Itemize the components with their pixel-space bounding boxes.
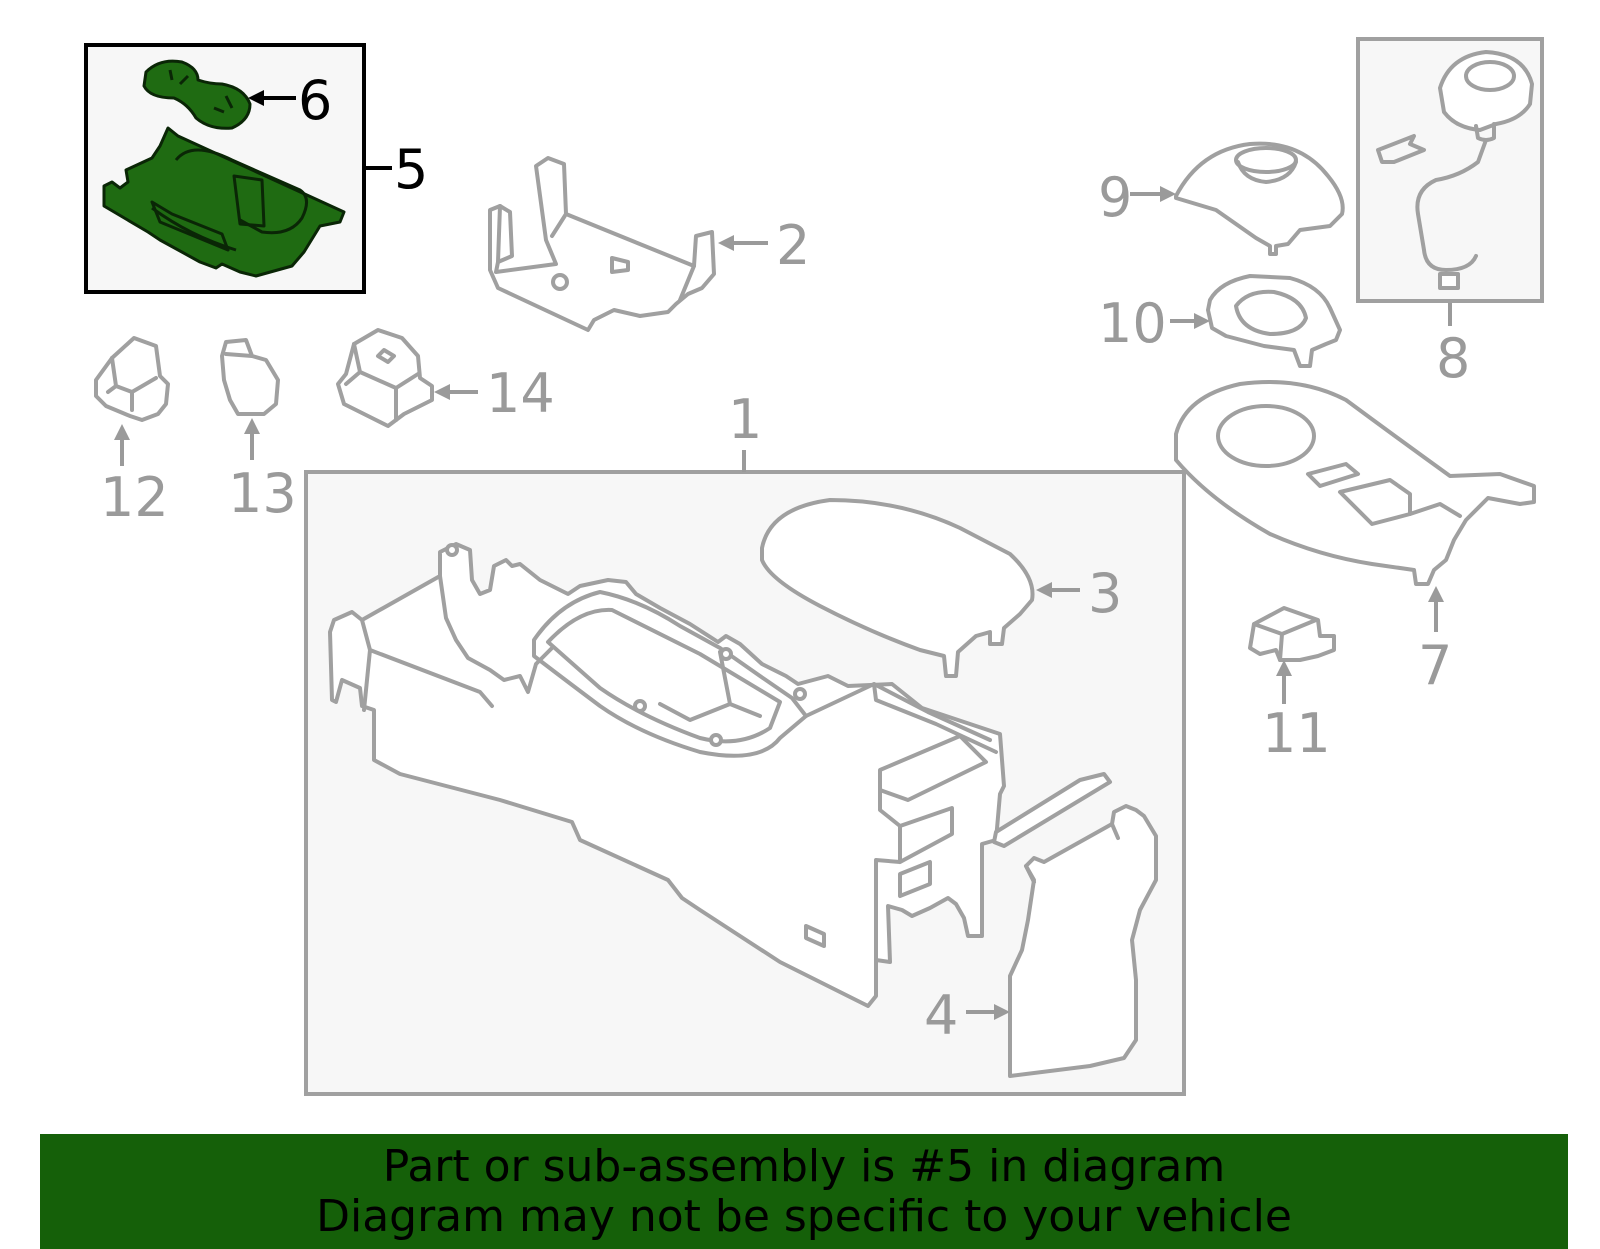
callout-11[interactable]: 11	[1262, 702, 1331, 765]
callout-9[interactable]: 9	[1098, 166, 1132, 229]
part-14-switch-assembly[interactable]	[336, 328, 434, 428]
callout-13[interactable]: 13	[228, 462, 297, 525]
part-13-retainer[interactable]	[220, 338, 280, 416]
part-7-console-panel[interactable]	[1174, 380, 1536, 586]
callout-1[interactable]: 1	[728, 388, 762, 451]
callout-3[interactable]: 3	[1088, 562, 1122, 625]
part-10-shift-ring[interactable]	[1206, 274, 1342, 368]
part-9-shift-bezel[interactable]	[1174, 141, 1345, 256]
part-12-clip[interactable]	[94, 336, 170, 422]
callout-7[interactable]: 7	[1418, 634, 1452, 697]
callout-5[interactable]: 5	[394, 138, 428, 201]
part-4-rear-cover[interactable]	[992, 772, 1158, 1078]
callout-10[interactable]: 10	[1098, 292, 1167, 355]
banner-line-1: Part or sub-assembly is #5 in diagram	[382, 1141, 1226, 1192]
part-8-shift-knob[interactable]	[1376, 50, 1534, 290]
callout-14[interactable]: 14	[486, 362, 555, 425]
part-6-cup-insert[interactable]	[142, 59, 252, 130]
callout-2[interactable]: 2	[776, 214, 810, 277]
callout-8[interactable]: 8	[1436, 327, 1470, 390]
info-banner: Part or sub-assembly is #5 in diagram Di…	[40, 1134, 1568, 1249]
part-11-switch[interactable]	[1248, 606, 1336, 662]
part-5-cupholder-tray[interactable]	[102, 126, 346, 278]
callout-4[interactable]: 4	[924, 984, 958, 1047]
callout-12[interactable]: 12	[100, 466, 169, 529]
callout-6[interactable]: 6	[298, 69, 332, 132]
banner-line-2: Diagram may not be specific to your vehi…	[316, 1191, 1292, 1242]
part-2-bracket[interactable]	[488, 156, 716, 332]
part-3-armrest-lid[interactable]	[760, 498, 1035, 678]
part-1-console-body[interactable]	[328, 542, 1006, 1008]
